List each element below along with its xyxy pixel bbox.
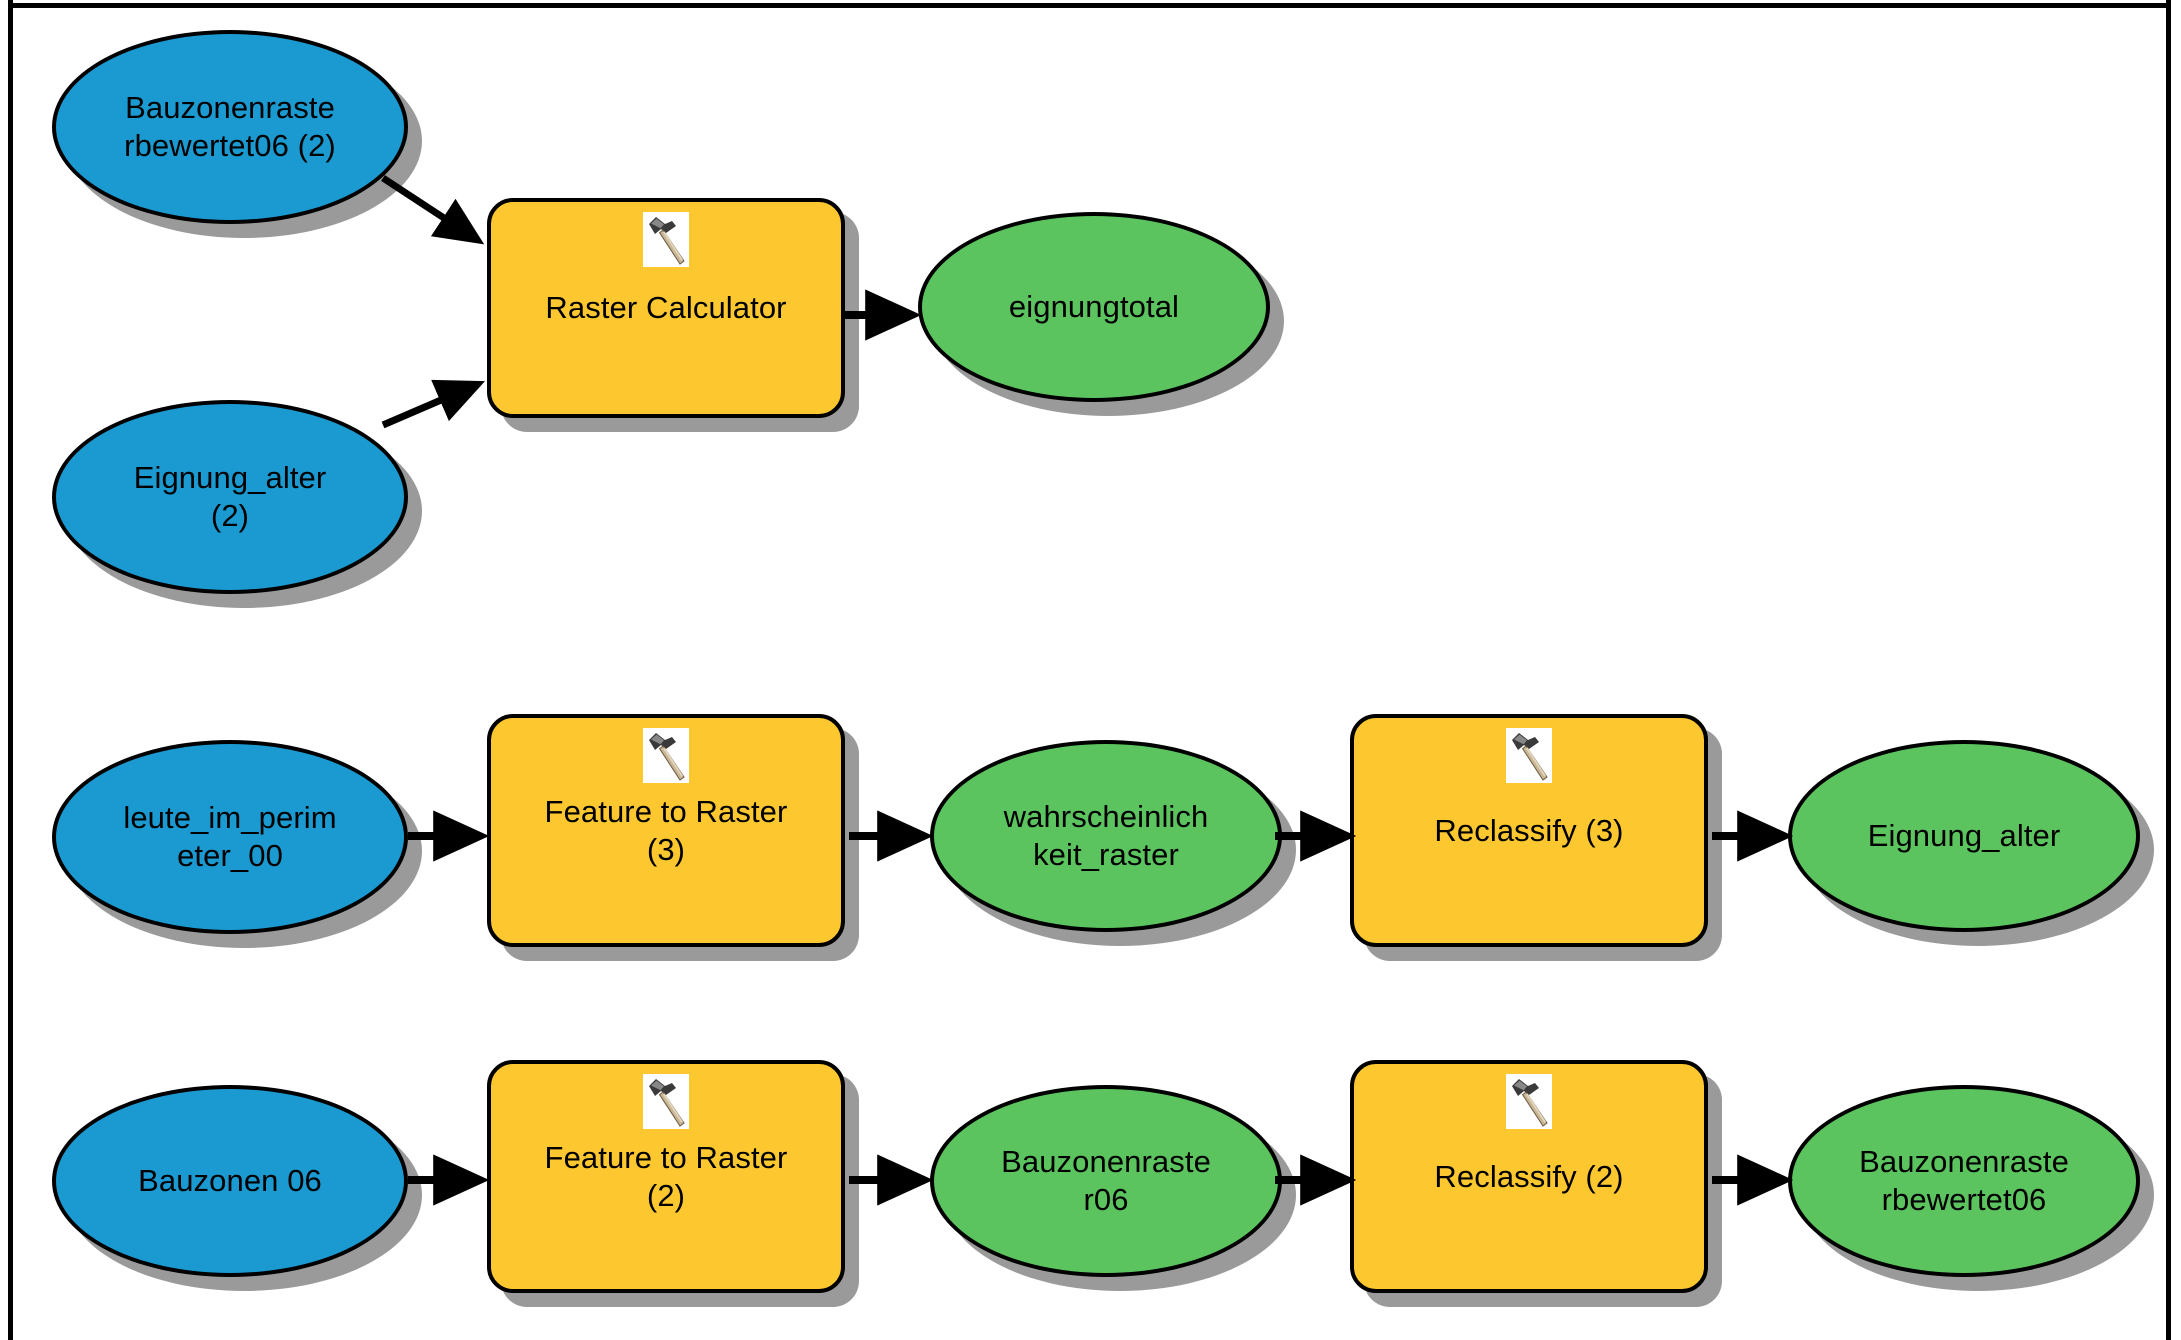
node-body: Bauzonenraste rbewertet06 (2) — [52, 30, 408, 224]
hammer-icon — [1506, 1074, 1552, 1129]
node-reclassify-3[interactable]: Reclassify (3) — [1350, 714, 1722, 961]
node-label: eignungtotal — [1008, 289, 1180, 325]
node-body: leute_im_perim eter_00 — [52, 740, 408, 934]
canvas-border-top — [8, 3, 2171, 8]
canvas-border-left — [8, 0, 13, 1340]
node-label: Raster Calculator — [545, 290, 787, 326]
node-label: Bauzonenraste rbewertet06 — [1859, 1144, 2069, 1217]
node-bauzonen-06[interactable]: Bauzonen 06 — [52, 1085, 422, 1291]
node-reclassify-2[interactable]: Reclassify (2) — [1350, 1060, 1722, 1307]
node-eignungtotal[interactable]: eignungtotal — [918, 212, 1284, 416]
node-label: Eignung_alter — [1867, 818, 2061, 854]
node-label: Bauzonenraste r06 — [1001, 1144, 1211, 1217]
node-leute-im-perimeter-00[interactable]: leute_im_perim eter_00 — [52, 740, 422, 948]
node-label: Eignung_alter (2) — [133, 460, 327, 533]
node-feature-to-raster-3[interactable]: Feature to Raster (3) — [487, 714, 859, 961]
node-label: leute_im_perim eter_00 — [123, 800, 337, 873]
node-bauzonenraster06[interactable]: Bauzonenraste r06 — [930, 1085, 1296, 1291]
node-body: Bauzonenraste r06 — [930, 1085, 1282, 1277]
node-label: Feature to Raster (3) — [544, 793, 788, 867]
hammer-icon — [643, 728, 689, 783]
hammer-icon — [643, 212, 689, 267]
node-body: wahrscheinlich keit_raster — [930, 740, 1282, 932]
node-label: Bauzonenraste rbewertet06 (2) — [124, 90, 336, 163]
node-body: Eignung_alter (2) — [52, 400, 408, 594]
node-bauzonenrasterbewertet06-2[interactable]: Bauzonenraste rbewertet06 (2) — [52, 30, 422, 238]
hammer-icon — [643, 1074, 689, 1129]
node-feature-to-raster-2[interactable]: Feature to Raster (2) — [487, 1060, 859, 1307]
node-raster-calculator[interactable]: Raster Calculator — [487, 198, 859, 432]
canvas-border-right — [2166, 0, 2171, 1340]
node-eignung-alter[interactable]: Eignung_alter — [1788, 740, 2154, 946]
node-eignung-alter-2[interactable]: Eignung_alter (2) — [52, 400, 422, 608]
node-body: eignungtotal — [918, 212, 1270, 402]
node-label: Feature to Raster (2) — [544, 1139, 788, 1213]
node-body: Eignung_alter — [1788, 740, 2140, 932]
node-label: Reclassify (3) — [1434, 812, 1624, 848]
node-label: Reclassify (2) — [1434, 1158, 1624, 1194]
node-label: wahrscheinlich keit_raster — [1003, 799, 1209, 872]
node-wahrscheinlichkeit-raster[interactable]: wahrscheinlich keit_raster — [930, 740, 1296, 946]
node-bauzonenrasterbewertet06[interactable]: Bauzonenraste rbewertet06 — [1788, 1085, 2154, 1291]
node-body: Bauzonenraste rbewertet06 — [1788, 1085, 2140, 1277]
node-label: Bauzonen 06 — [138, 1163, 322, 1199]
hammer-icon — [1506, 728, 1552, 783]
node-body: Bauzonen 06 — [52, 1085, 408, 1277]
